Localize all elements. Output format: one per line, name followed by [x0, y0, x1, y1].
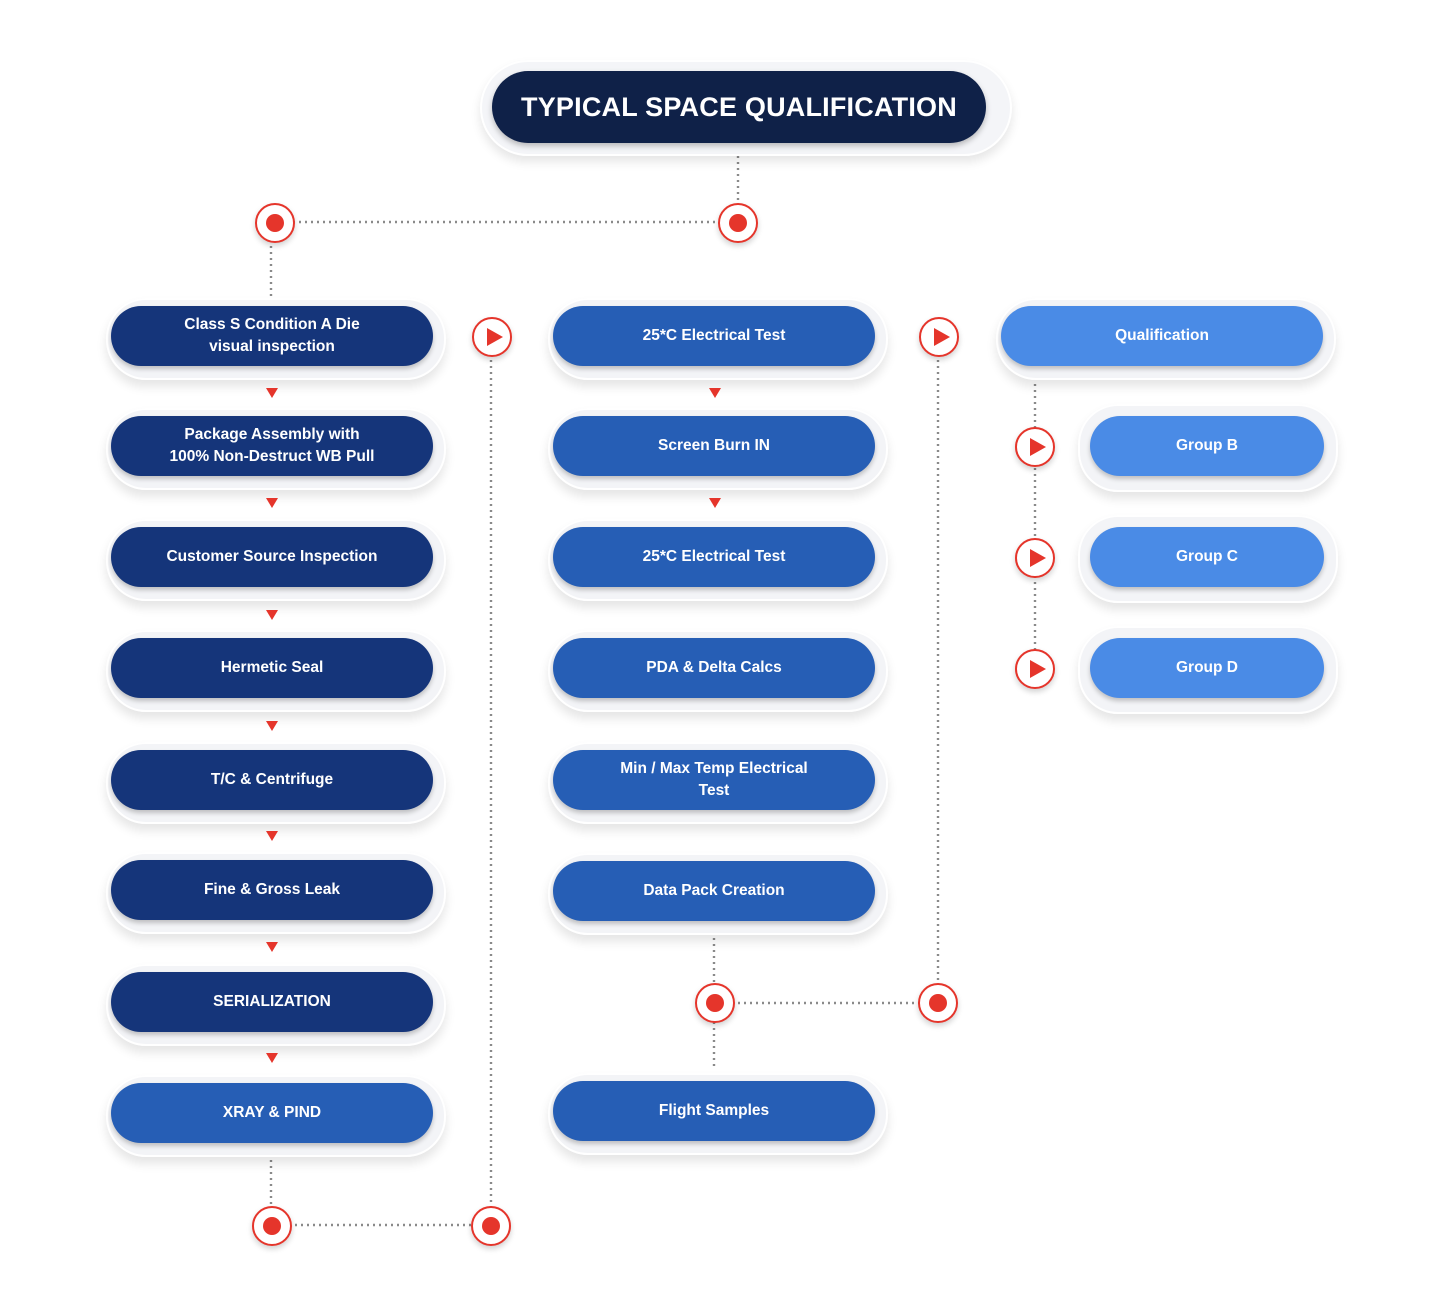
step-label: XRAY & PIND — [111, 1083, 433, 1143]
junction-dot-icon — [255, 203, 295, 243]
left-step-6: Fine & Gross Leak — [106, 852, 446, 934]
junction-dot-icon — [695, 983, 735, 1023]
title-frame: TYPICAL SPACE QUALIFICATION — [480, 60, 1012, 156]
step-label: 25*C Electrical Test — [553, 527, 875, 587]
step-label: Data Pack Creation — [553, 861, 875, 921]
step-label: Min / Max Temp Electrical Test — [553, 750, 875, 810]
down-triangle-icon — [266, 388, 278, 398]
left-step-5: T/C & Centrifuge — [106, 742, 446, 824]
qualification-node: Qualification — [996, 298, 1336, 380]
step-label: Customer Source Inspection — [111, 527, 433, 587]
step-label: Class S Condition A Die visual inspectio… — [111, 306, 433, 366]
junction-dot-icon — [718, 203, 758, 243]
group-label: Group D — [1090, 638, 1324, 698]
step-label: PDA & Delta Calcs — [553, 638, 875, 698]
down-triangle-icon — [266, 498, 278, 508]
step-label: Screen Burn IN — [553, 416, 875, 476]
left-step-1: Class S Condition A Die visual inspectio… — [106, 298, 446, 380]
step-label: SERIALIZATION — [111, 972, 433, 1032]
middle-step-5: Min / Max Temp Electrical Test — [548, 742, 888, 824]
middle-step-3: 25*C Electrical Test — [548, 519, 888, 601]
step-label: Package Assembly with 100% Non-Destruct … — [111, 416, 433, 476]
step-label: Flight Samples — [553, 1081, 875, 1141]
down-triangle-icon — [709, 388, 721, 398]
play-arrow-icon — [1015, 649, 1055, 689]
qualification-label: Qualification — [1001, 306, 1323, 366]
down-triangle-icon — [266, 942, 278, 952]
middle-step-1: 25*C Electrical Test — [548, 298, 888, 380]
step-label: Hermetic Seal — [111, 638, 433, 698]
middle-step-6: Data Pack Creation — [548, 853, 888, 935]
down-triangle-icon — [266, 831, 278, 841]
left-step-4: Hermetic Seal — [106, 630, 446, 712]
left-step-8: XRAY & PIND — [106, 1075, 446, 1157]
group-label: Group B — [1090, 416, 1324, 476]
down-triangle-icon — [266, 610, 278, 620]
group-label: Group C — [1090, 527, 1324, 587]
page-title: TYPICAL SPACE QUALIFICATION — [492, 71, 986, 143]
down-triangle-icon — [266, 721, 278, 731]
group-b-node: Group B — [1078, 404, 1338, 492]
group-c-node: Group C — [1078, 515, 1338, 603]
step-label: Fine & Gross Leak — [111, 860, 433, 920]
play-arrow-icon — [472, 317, 512, 357]
down-triangle-icon — [709, 498, 721, 508]
junction-dot-icon — [918, 983, 958, 1023]
down-triangle-icon — [266, 1053, 278, 1063]
step-label: 25*C Electrical Test — [553, 306, 875, 366]
play-arrow-icon — [1015, 538, 1055, 578]
left-step-3: Customer Source Inspection — [106, 519, 446, 601]
middle-step-2: Screen Burn IN — [548, 408, 888, 490]
group-d-node: Group D — [1078, 626, 1338, 714]
left-step-2: Package Assembly with 100% Non-Destruct … — [106, 408, 446, 490]
junction-dot-icon — [471, 1206, 511, 1246]
middle-step-7: Flight Samples — [548, 1073, 888, 1155]
play-arrow-icon — [919, 317, 959, 357]
step-label: T/C & Centrifuge — [111, 750, 433, 810]
middle-step-4: PDA & Delta Calcs — [548, 630, 888, 712]
left-step-7: SERIALIZATION — [106, 964, 446, 1046]
play-arrow-icon — [1015, 427, 1055, 467]
junction-dot-icon — [252, 1206, 292, 1246]
